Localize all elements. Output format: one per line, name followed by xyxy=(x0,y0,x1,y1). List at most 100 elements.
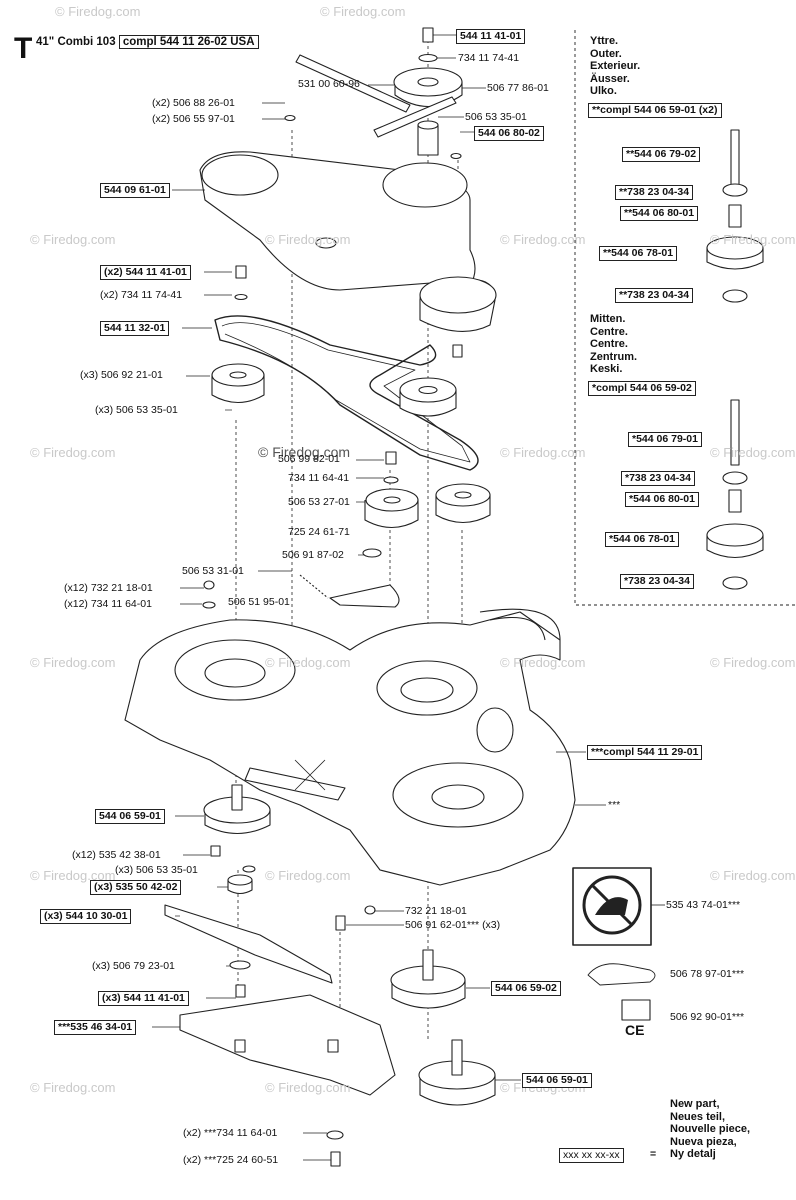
part-label[interactable]: 506 91 87-02 xyxy=(282,549,344,561)
part-label[interactable]: (x2) ***725 24 60-51 xyxy=(183,1154,279,1166)
watermark: © Firedog.com xyxy=(30,232,116,247)
watermark: © Firedog.com xyxy=(500,445,586,460)
outer-part-label[interactable]: **738 23 04-34 xyxy=(615,288,694,303)
part-label[interactable]: (x2) ***734 11 64-01 xyxy=(183,1127,278,1139)
blade xyxy=(164,904,333,984)
heading-line: Keski. xyxy=(590,363,623,375)
heading-line: Yttre. xyxy=(590,35,619,47)
part-label[interactable]: (x3) 506 53 35-01 xyxy=(95,404,178,416)
part-label[interactable]: 544 11 32-01 xyxy=(100,321,170,336)
center-part-label[interactable]: *544 06 80-01 xyxy=(625,492,699,507)
watermark: © Firedog.com xyxy=(320,4,406,19)
watermark: © Firedog.com xyxy=(265,655,351,670)
legend-line: Nueva pieza, xyxy=(670,1135,737,1148)
part-label[interactable]: 506 78 97-01*** xyxy=(670,968,745,980)
part-label[interactable]: (x3) 506 79 23-01 xyxy=(92,960,175,972)
heading-line: Centre. xyxy=(590,338,628,350)
part-label[interactable]: 544 06 59-01 xyxy=(95,809,165,824)
heading-line: Outer. xyxy=(590,47,622,60)
part-label[interactable]: 544 06 80-02 xyxy=(474,126,544,141)
part-label[interactable]: (x3) 506 92 21-01 xyxy=(80,369,163,381)
outer-spindle-parts xyxy=(706,129,764,303)
spindle-right xyxy=(418,1039,496,1106)
part-label[interactable]: (x12) 535 42 38-01 xyxy=(72,849,161,861)
part-label[interactable]: (x3) 506 53 35-01 xyxy=(115,864,198,876)
spindle-center xyxy=(390,949,466,1009)
part-label[interactable]: 544 06 59-02 xyxy=(491,981,561,996)
watermark: © Firedog.com xyxy=(710,655,796,670)
legend-equals: = xyxy=(650,1148,657,1160)
model-name: 41" Combi 103 xyxy=(36,36,116,48)
center-part-label[interactable]: *544 06 78-01 xyxy=(605,532,679,547)
center-part-label[interactable]: *544 06 79-01 xyxy=(628,432,702,447)
spindle-left xyxy=(203,784,271,834)
part-label[interactable]: (x3) 544 11 41-01 xyxy=(98,991,189,1006)
outer-part-label[interactable]: **738 23 04-34 xyxy=(615,185,694,200)
watermark: © Firedog.com xyxy=(265,868,351,883)
center-compl-label[interactable]: *compl 544 06 59-02 xyxy=(588,381,696,396)
part-label[interactable]: 732 21 18-01 xyxy=(405,905,467,917)
center-spindle-parts xyxy=(706,399,764,590)
part-label[interactable]: 506 51 95-01 xyxy=(228,596,290,608)
part-label[interactable]: 506 53 27-01 xyxy=(288,496,350,508)
heading-line: Centre. xyxy=(590,325,628,338)
part-label[interactable]: 506 77 86-01 xyxy=(487,82,549,94)
center-part-label[interactable]: *738 23 04-34 xyxy=(621,471,695,486)
watermark: © Firedog.com xyxy=(710,232,796,247)
belt-cover xyxy=(199,151,497,332)
part-label[interactable]: 734 11 74-41 xyxy=(458,52,520,64)
heading-line: Äusser. xyxy=(590,72,630,85)
part-label[interactable]: 506 92 90-01*** xyxy=(670,1011,745,1023)
watermark: © Firedog.com xyxy=(710,868,796,883)
top-pulley-assembly xyxy=(393,27,463,156)
part-label[interactable]: ***compl 544 11 29-01 xyxy=(587,745,703,760)
watermark-center: © Firedog.com xyxy=(258,444,351,460)
part-label[interactable]: (x2) 544 11 41-01 xyxy=(100,265,191,280)
part-label[interactable]: 506 53 35-01 xyxy=(465,111,527,123)
part-label[interactable]: 544 11 41-01 xyxy=(456,29,526,44)
part-label[interactable]: ***535 46 34-01 xyxy=(54,1020,137,1035)
watermark: © Firedog.com xyxy=(265,232,351,247)
heading-line: Mitten. xyxy=(590,313,626,325)
outer-part-label[interactable]: **544 06 80-01 xyxy=(620,206,699,221)
part-label[interactable]: (x12) 732 21 18-01 xyxy=(64,582,153,594)
legend-text: New part, Neues teil, Nouvelle piece, Nu… xyxy=(670,1098,750,1161)
part-label[interactable]: 506 91 62-01*** (x3) xyxy=(405,919,501,931)
heading-line: Exterieur. xyxy=(590,60,641,72)
watermark: © Firedog.com xyxy=(500,232,586,247)
watermark: © Firedog.com xyxy=(30,655,116,670)
watermark: © Firedog.com xyxy=(55,4,141,19)
part-label[interactable]: 725 24 61-71 xyxy=(288,526,350,538)
part-label[interactable]: *** xyxy=(608,799,621,811)
part-label[interactable]: 535 43 74-01*** xyxy=(666,899,741,911)
heading-line: Zentrum. xyxy=(590,350,638,363)
legend-line: Neues teil, xyxy=(670,1110,726,1123)
mower-deck xyxy=(124,608,576,886)
part-label[interactable]: (x2) 506 55 97-01 xyxy=(152,113,235,125)
heading-line: Ulko. xyxy=(590,85,617,97)
outer-part-label[interactable]: **544 06 79-02 xyxy=(622,147,701,162)
legend-code-box: xxx xx xx-xx xyxy=(559,1148,624,1163)
outer-part-label[interactable]: **544 06 78-01 xyxy=(599,246,678,261)
outer-heading: Yttre. Outer. Exterieur. Äusser. Ulko. xyxy=(590,35,640,98)
part-label[interactable]: 734 11 64-41 xyxy=(288,472,350,484)
part-label[interactable]: (x3) 544 10 30-01 xyxy=(40,909,132,924)
part-label[interactable]: 544 09 61-01 xyxy=(100,183,170,198)
part-label[interactable]: (x3) 535 50 42-02 xyxy=(90,880,182,895)
watermark: © Firedog.com xyxy=(500,655,586,670)
ce-mark: CE xyxy=(625,1022,645,1038)
legend-line: Nouvelle piece, xyxy=(670,1123,751,1135)
part-label[interactable]: (x2) 506 88 26-01 xyxy=(152,97,235,109)
watermark: © Firedog.com xyxy=(30,445,116,460)
part-label[interactable]: 506 99 82-01 xyxy=(278,453,340,465)
part-label[interactable]: 531 00 60-96 xyxy=(298,78,360,90)
watermark: © Firedog.com xyxy=(710,445,796,460)
part-label[interactable]: (x2) 734 11 74-41 xyxy=(100,289,183,301)
part-label[interactable]: 506 53 31-01 xyxy=(182,565,244,577)
part-label[interactable]: 544 06 59-01 xyxy=(522,1073,592,1088)
center-part-label[interactable]: *738 23 04-34 xyxy=(620,574,694,589)
part-label[interactable]: (x12) 734 11 64-01 xyxy=(64,598,152,610)
watermark: © Firedog.com xyxy=(30,1080,116,1095)
outer-compl-label[interactable]: **compl 544 06 59-01 (x2) xyxy=(588,103,722,118)
